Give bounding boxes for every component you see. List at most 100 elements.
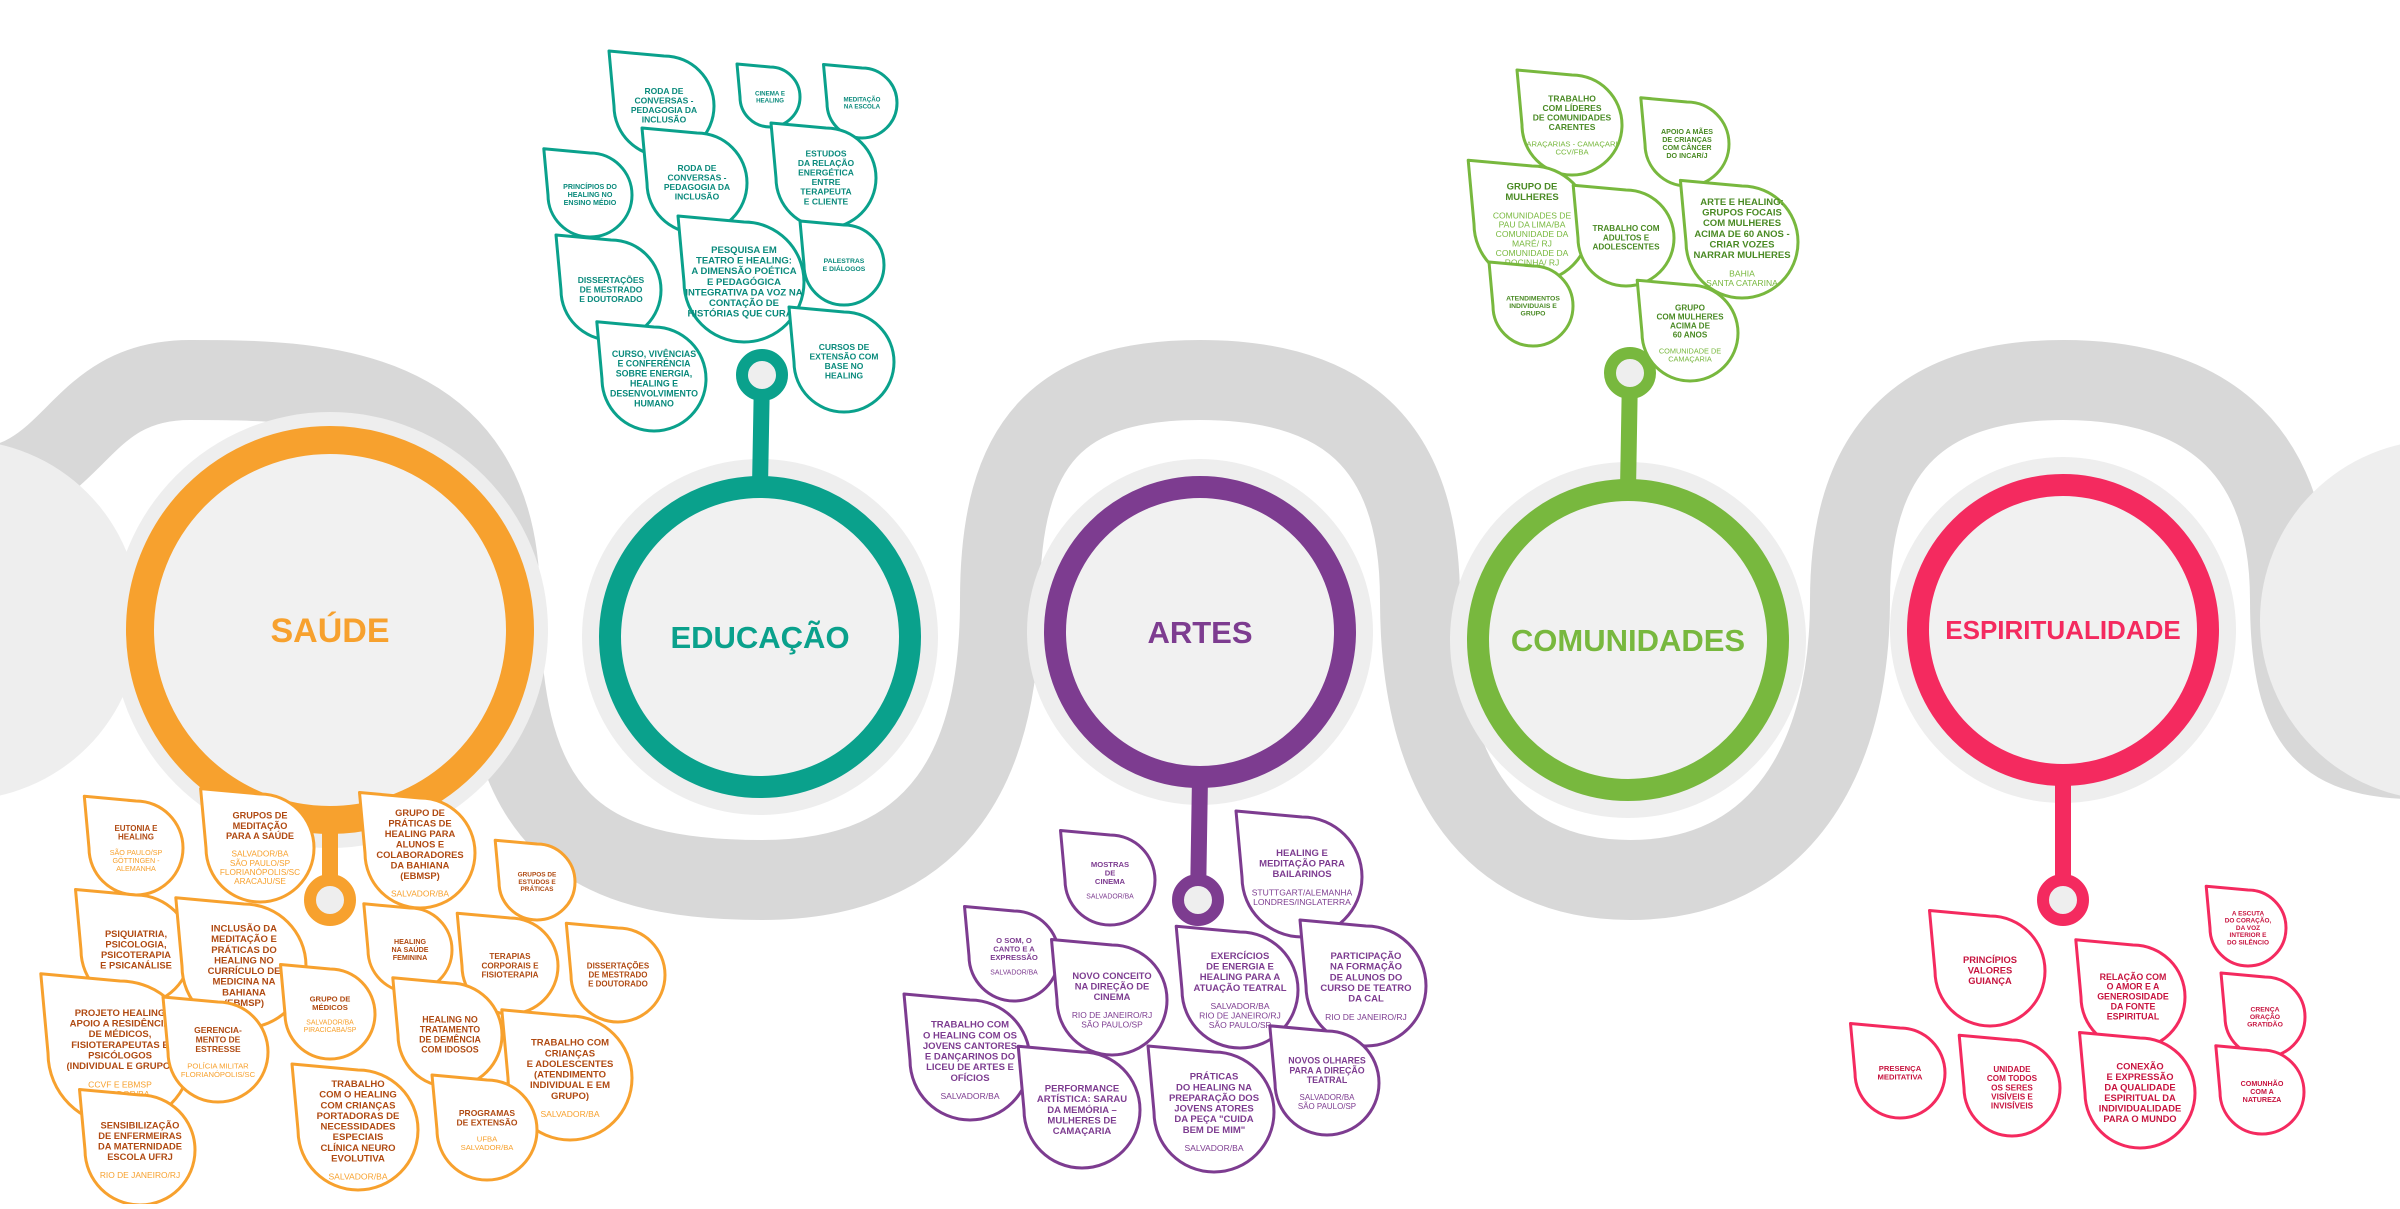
educacao-leaf-title-line: E CLIENTE bbox=[804, 196, 849, 206]
saude-leaf-title-line: DE ENFERMEIRAS bbox=[98, 1131, 182, 1141]
educacao-leaf-title-line: HEALING E bbox=[630, 379, 678, 389]
saude-leaf-title-line: PSICOTERAPIA bbox=[101, 950, 171, 960]
saude-leaf-title-line: COM IDOSOS bbox=[421, 1044, 478, 1054]
saude-ring bbox=[126, 426, 534, 834]
artes-leaf-title-line: PARA A DIREÇÃO bbox=[1289, 1065, 1364, 1075]
comunidades-leaf-title-line: CARENTES bbox=[1549, 122, 1596, 132]
educacao-leaf-title-line: DESENVOLVIMENTO bbox=[610, 388, 698, 398]
artes-leaf-shape bbox=[1234, 809, 1364, 939]
educacao-leaf-title-line: DA RELAÇÃO bbox=[798, 158, 855, 168]
artes-leaf-title-line: NOVO CONCEITO bbox=[1072, 971, 1151, 981]
artes-leaf-title-line: HEALING PARA A bbox=[1200, 972, 1281, 983]
artes-leaf-title-line: JOVENS ATORES bbox=[1174, 1104, 1254, 1115]
comunidades-leaf-shape bbox=[1635, 278, 1740, 383]
comunidades-leaf-title-line: CRIAR VOZES bbox=[1710, 240, 1775, 251]
espiritualidade-leaf-shape bbox=[1849, 1022, 1947, 1120]
educacao-leaf-title-line: DE MESTRADO bbox=[580, 284, 643, 294]
saude-leaf-title-line: MENTO DE bbox=[196, 1035, 241, 1045]
artes-leaf-place-line: SALVADOR/BA bbox=[1300, 1093, 1356, 1102]
espiritualidade-leaf-title-line: CONEXÃO bbox=[2116, 1062, 2163, 1072]
saude-leaf-title-line: ESTRESSE bbox=[195, 1044, 241, 1054]
saude-leaf-title-line: GRUPOS DE bbox=[232, 811, 287, 821]
educacao-leaf-title-line: NA ESCOLA bbox=[844, 103, 881, 110]
artes-leaf-shape bbox=[1298, 918, 1428, 1048]
saude-leaf-title-line: INCLUSÃO DA bbox=[211, 924, 277, 935]
comunidades-leaf-title-line: COM CÂNCER bbox=[1662, 143, 1711, 152]
artes-leaf-title-line: DA PEÇA "CUIDA bbox=[1174, 1114, 1253, 1125]
comunidades-leaf-title-line: COM MULHERES bbox=[1656, 312, 1724, 321]
educacao-leaf-title-line: A DIMENSÃO POÉTICA bbox=[691, 266, 796, 277]
artes-leaf-title-line: DE ALUNOS DO bbox=[1330, 972, 1402, 983]
artes-leaf-title-line: DO HEALING NA bbox=[1176, 1082, 1252, 1093]
espiritualidade-leaf-title-line: O AMOR E A bbox=[2107, 982, 2160, 992]
comunidades-leaf-shape bbox=[1487, 260, 1575, 348]
saude-leaf-title-line: MEDICINA NA bbox=[213, 977, 276, 988]
saude-leaf-title-line: E ADOLESCENTES bbox=[527, 1059, 614, 1070]
espiritualidade-leaf-shape bbox=[1928, 909, 2047, 1028]
saude-leaf-place-line: SALVADOR/BA bbox=[328, 1172, 387, 1182]
saude-title: SAÚDE bbox=[270, 612, 389, 650]
artes-leaf-title-line: CANTO E A bbox=[993, 944, 1035, 953]
espiritualidade-leaf-title-line: A ESCUTA bbox=[2232, 910, 2265, 917]
comunidades-leaf-place-line: ROCINHA/ RJ bbox=[1505, 257, 1560, 267]
espiritualidade-ring bbox=[1907, 474, 2219, 786]
saude-leaf-title-line: E PSICANÁLISE bbox=[100, 960, 172, 970]
saude-leaf-title-line: MÉDICOS bbox=[312, 1003, 348, 1012]
saude-leaf-title-line: DE MÉDICOS, bbox=[89, 1029, 152, 1040]
saude-leaf-title-line: GERENCIA- bbox=[194, 1025, 242, 1035]
espiritualidade-leaf-title-line: CRENÇA bbox=[2250, 1006, 2279, 1013]
espiritualidade-leaf-title-line: INDIVIDUALIDADE bbox=[2099, 1103, 2182, 1113]
espiritualidade-leaf-shape bbox=[1957, 1033, 2062, 1138]
educacao-leaf-title-line: PEDAGOGIA DA bbox=[664, 182, 730, 192]
espiritualidade-leaf-title-line: E EXPRESSÃO bbox=[2107, 1072, 2174, 1082]
comunidades-leaf-place-line: COMUNIDADE DE bbox=[1659, 346, 1721, 355]
saude-leaf-place-line: UFBA bbox=[477, 1135, 498, 1144]
artes-leaf-title-line: ARTÍSTICA: SARAU bbox=[1037, 1094, 1127, 1105]
saude-leaf-place-line: CCVF E EBMSP bbox=[88, 1079, 152, 1089]
comunidades-leaf-place-line: COMUNIDADE DA bbox=[1496, 229, 1569, 239]
educacao-leaf-title-line: E PEDAGÓGICA bbox=[707, 276, 781, 288]
educacao-leaf-title-line: SOBRE ENERGIA, bbox=[616, 369, 693, 379]
saude-leaf-place-line: ARACAJU/SE bbox=[234, 877, 286, 886]
comunidades-leaf-title-line: GRUPO DE bbox=[1507, 181, 1558, 192]
saude-leaf-title-line: FEMININA bbox=[393, 954, 427, 962]
comunidades-leaf-place-line: CAMAÇARIA bbox=[1668, 354, 1712, 363]
saude-leaf-title-line: CURRÍCULO DE bbox=[208, 966, 281, 977]
saude-leaf-place-line: SÃO PAULO/SP bbox=[110, 848, 163, 857]
saude-leaf-shape bbox=[161, 995, 270, 1104]
saude-leaf-title-line: ESTUDOS E bbox=[518, 879, 556, 886]
comunidades-leaf-title-line: MULHERES bbox=[1505, 192, 1558, 203]
saude-leaf-title-line: PRÁTICAS DO bbox=[211, 945, 276, 956]
comunidades-leaf-title-line: ADULTOS E bbox=[1603, 233, 1650, 242]
espiritualidade-leaf-title-line: COM TODOS bbox=[1987, 1074, 2038, 1083]
espiritualidade-leaf-title-line: DO CORAÇÃO, bbox=[2225, 916, 2272, 925]
saude-leaf-title-line: DE MESTRADO bbox=[589, 970, 648, 979]
saude-leaf-title-line: GRUPOS DE bbox=[518, 872, 557, 879]
saude-leaf-title-line: DISSERTAÇÕES bbox=[587, 961, 650, 970]
educacao-leaf-title-line: ENERGÉTICA bbox=[798, 168, 854, 178]
educacao-leaf-title-line: RODA DE bbox=[678, 163, 717, 173]
educacao-leaf-title-line: ESTUDOS bbox=[805, 149, 846, 159]
comunidades-leaf-title-line: ACIMA DE 60 ANOS - bbox=[1694, 229, 1789, 240]
espiritualidade-leaf-title-line: COM A bbox=[2250, 1088, 2273, 1096]
comunidades-leaf-title-line: DE COMUNIDADES bbox=[1533, 112, 1612, 122]
comunidades-leaf-shape bbox=[1639, 96, 1731, 188]
saude-leaf-title-line: COLABORADORES bbox=[376, 850, 463, 860]
saude-leaf-title-line: MEDITAÇÃO E bbox=[211, 934, 277, 945]
educacao-leaf-title-line: HUMANO bbox=[634, 398, 674, 408]
comunidades-leaf-title-line: ARTE E HEALING: bbox=[1700, 197, 1783, 208]
